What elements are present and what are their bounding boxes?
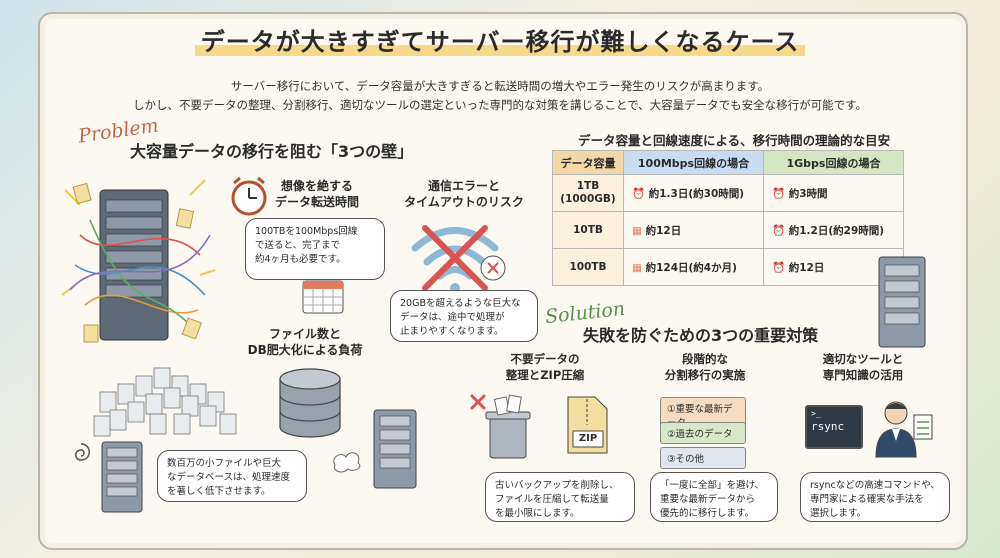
- trash-can-icon: [470, 394, 531, 459]
- slow-server-icon: [373, 409, 417, 489]
- cell-1gbps: ⏰ 約3時間: [763, 174, 904, 212]
- table-row: 10TB ▦ 約12日 ⏰ 約1.2日(約29時間): [552, 211, 904, 249]
- alarm-clock-icon: [231, 176, 267, 216]
- terminal-text: rsync: [811, 420, 845, 433]
- calendar-icon: ▦: [632, 224, 642, 237]
- cell-100mbps-text: 約1.3日(約30時間): [648, 187, 745, 200]
- cell-100mbps-text: 約12日: [645, 224, 682, 237]
- server-icon: [878, 256, 926, 348]
- alarm-clock-icon: ⏰: [772, 261, 786, 274]
- cell-100mbps: ⏰ 約1.3日(約30時間): [623, 174, 764, 212]
- wall2-caption: 通信エラーと タイムアウトのリスク: [404, 179, 524, 210]
- cell-1gbps-text: 約12日: [788, 261, 825, 274]
- step-chip-3: ③その他: [660, 447, 746, 469]
- expert-person-icon: [875, 401, 933, 458]
- wall3-caption: ファイル数と DB肥大化による負荷: [247, 327, 363, 358]
- small-server-icon: [101, 441, 143, 513]
- step-chip-2: ②過去のデータ: [660, 422, 746, 444]
- dizzy-icon: [75, 443, 90, 461]
- dust-cloud-icon: [333, 452, 361, 473]
- s2-bubble: 「一度に全部」を避け、 重要な最新データから 優先的に移行します。: [650, 472, 778, 522]
- file-pile-icon: [93, 367, 237, 437]
- cell-1gbps-text: 約1.2日(約29時間): [788, 224, 885, 237]
- s3-caption: 適切なツールと 専門知識の活用: [822, 352, 904, 382]
- intro-line-1: サーバー移行において、データ容量が大きすぎると転送時間の増大やエラー発生のリスク…: [230, 79, 770, 93]
- wifi-error-icon: [411, 225, 506, 293]
- wall3-bubble: 数百万の小ファイルや巨大 なデータベースは、処理速度 を著しく低下させます。: [157, 450, 307, 502]
- table-header-row: データ容量 100Mbps回線の場合 1Gbps回線の場合: [552, 150, 904, 175]
- header-100mbps: 100Mbps回線の場合: [623, 150, 764, 175]
- page-title: データが大きすぎてサーバー移行が難しくなるケース: [0, 22, 1000, 57]
- cell-size: 10TB: [552, 211, 624, 249]
- s2-caption: 段階的な 分割移行の実施: [664, 352, 746, 382]
- clock-icon: ⏰: [772, 224, 786, 237]
- cell-size: 100TB: [552, 248, 624, 286]
- cell-1gbps: ⏰ 約1.2日(約29時間): [763, 211, 904, 249]
- alarm-clock-icon: ⏰: [632, 187, 646, 200]
- calendar-icon: ▦: [632, 261, 642, 274]
- terminal-prompt: >_: [811, 409, 821, 418]
- wall2-bubble: 20GBを超えるような巨大な データは、途中で処理が 止まりやすくなります。: [390, 290, 538, 342]
- wall1-bubble: 100TBを100Mbps回線 で送ると、完了まで 約4ヶ月も必要です。: [245, 218, 385, 280]
- cell-100mbps-text: 約124日(約4か月): [645, 261, 737, 274]
- s1-bubble: 古いバックアップを削除し、 ファイルを圧縮して転送量 を最小限にします。: [485, 472, 635, 522]
- cell-1gbps-text: 約3時間: [788, 187, 828, 200]
- wall1-caption: 想像を絶する データ転送時間: [274, 179, 359, 210]
- s3-bubble: rsyncなどの高速コマンドや、 専門家による確実な手法を 選択します。: [800, 472, 950, 522]
- clock-icon: ⏰: [772, 187, 786, 200]
- s1-caption: 不要データの 整理とZIP圧縮: [505, 352, 585, 382]
- terminal-icon: >_ rsync: [805, 405, 863, 449]
- cell-100mbps: ▦ 約12日: [623, 211, 764, 249]
- zip-file-icon: [567, 396, 608, 454]
- table-title: データ容量と回線速度による、移行時間の理論的な目安: [578, 133, 891, 148]
- header-size: データ容量: [552, 150, 624, 175]
- tangled-server-icon: [61, 179, 216, 343]
- database-icon: [279, 368, 341, 438]
- intro-line-2: しかし、不要データの整理、分割移行、適切なツールの選定といった専門的な対策を講じ…: [132, 98, 868, 112]
- transfer-time-table: データ容量 100Mbps回線の場合 1Gbps回線の場合 1TB (1000G…: [552, 150, 904, 286]
- table-row: 1TB (1000GB) ⏰ 約1.3日(約30時間) ⏰ 約3時間: [552, 174, 904, 212]
- solution-heading: 失敗を防ぐための3つの重要対策: [583, 326, 819, 345]
- problem-heading: 大容量データの移行を阻む「3つの壁」: [130, 142, 414, 161]
- table-row: 100TB ▦ 約124日(約4か月) ⏰ 約12日: [552, 248, 904, 286]
- cell-size: 1TB (1000GB): [552, 174, 624, 212]
- calendar-icon: [302, 280, 344, 314]
- cell-100mbps: ▦ 約124日(約4か月): [623, 248, 764, 286]
- header-1gbps: 1Gbps回線の場合: [763, 150, 904, 175]
- zip-label: ZIP: [578, 433, 598, 444]
